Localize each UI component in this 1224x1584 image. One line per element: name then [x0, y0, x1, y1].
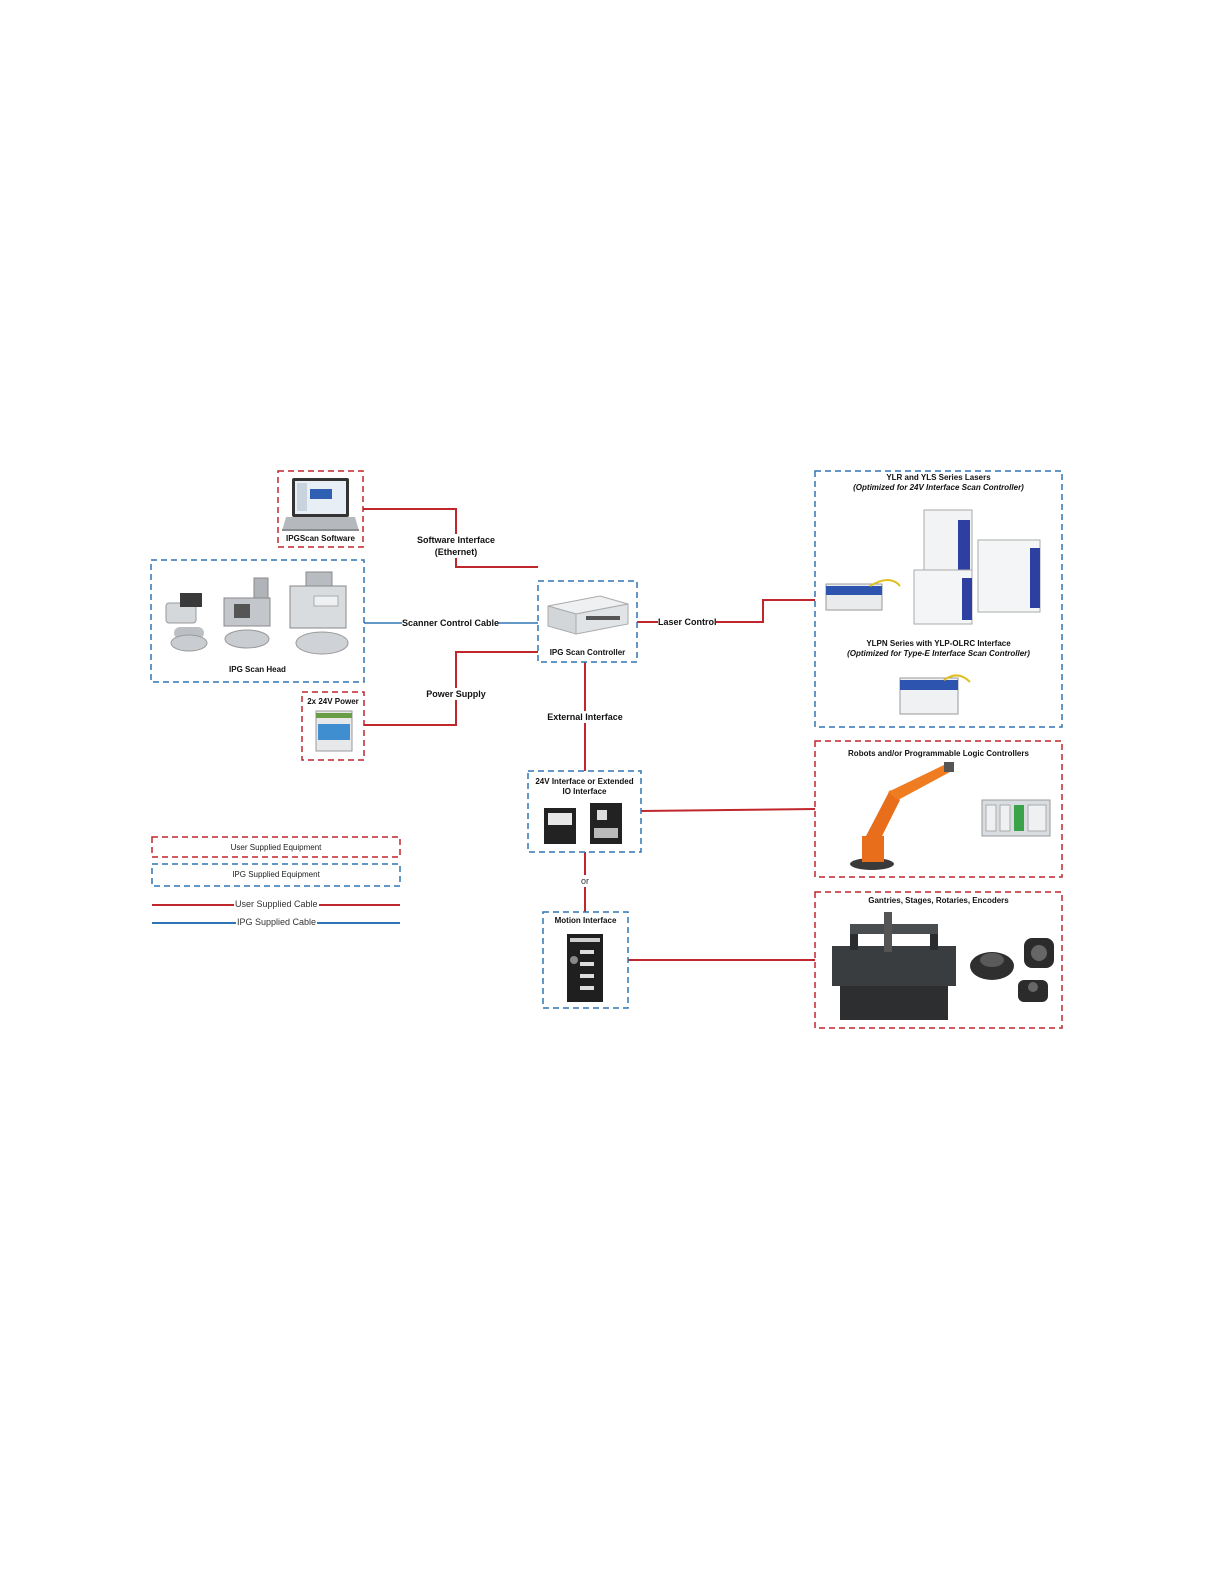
software-label: IPGScan Software: [286, 534, 355, 543]
power-box: [301, 691, 365, 761]
io-interface-box: [527, 770, 642, 853]
power-supply-label: Power Supply: [420, 688, 492, 700]
legend-ipg-equipment-box: [151, 863, 401, 887]
scan-head-label: IPG Scan Head: [229, 665, 286, 674]
io-interface-label-line2: IO Interface: [562, 787, 607, 796]
scanner-control-label: Scanner Control Cable: [402, 617, 500, 629]
or-label: or: [578, 875, 592, 887]
scan-controller-image: [547, 595, 629, 635]
legend-user-equipment-box: [151, 836, 401, 858]
plc-image: [981, 799, 1051, 837]
robots-label: Robots and/or Programmable Logic Control…: [848, 749, 1029, 758]
software-interface-label-line2: (Ethernet): [408, 546, 504, 558]
external-interface-label: External Interface: [540, 711, 630, 723]
io-interface-label-line1: 24V Interface or Extended: [535, 777, 634, 786]
gantries-label: Gantries, Stages, Rotaries, Encoders: [868, 896, 1009, 905]
lasers-image: [825, 509, 1041, 715]
legend-ipg-equipment-label: IPG Supplied Equipment: [232, 870, 320, 879]
software-interface-label-line1: Software Interface: [408, 534, 504, 546]
gantry-image: [832, 912, 956, 1020]
legend-user-equipment-label: User Supplied Equipment: [230, 843, 322, 852]
motion-interface-box: [542, 911, 629, 1009]
scan-head-image: [165, 571, 349, 655]
laser-control-label: Laser Control: [658, 616, 717, 628]
motion-interface-image: [567, 934, 603, 1002]
rotary-stages-image: [970, 938, 1054, 1002]
lasers-title: YLR and YLS Series Lasers: [886, 473, 991, 482]
software-box: [277, 470, 364, 548]
ylpn-title: YLPN Series with YLP-OLRC Interface: [866, 639, 1011, 648]
power-supply-image: [315, 710, 353, 752]
power-label: 2x 24V Power: [307, 697, 359, 706]
motion-interface-label: Motion Interface: [554, 916, 617, 925]
laptop-image: [282, 478, 359, 531]
legend-user-cable-label: User Supplied Cable: [234, 899, 319, 909]
ylpn-subtitle: (Optimized for Type-E Interface Scan Con…: [847, 649, 1030, 658]
scan-head-box: [150, 559, 365, 683]
lasers-box: [814, 470, 1063, 728]
gantries-box: [814, 891, 1063, 1029]
legend-ipg-cable-label: IPG Supplied Cable: [236, 917, 318, 927]
lasers-subtitle: (Optimized for 24V Interface Scan Contro…: [853, 483, 1024, 492]
io-interface-image: [544, 803, 622, 844]
controller-label: IPG Scan Controller: [549, 648, 626, 657]
robots-box: [814, 740, 1063, 878]
robot-image: [850, 762, 954, 870]
cable-io-robots: [640, 808, 816, 812]
